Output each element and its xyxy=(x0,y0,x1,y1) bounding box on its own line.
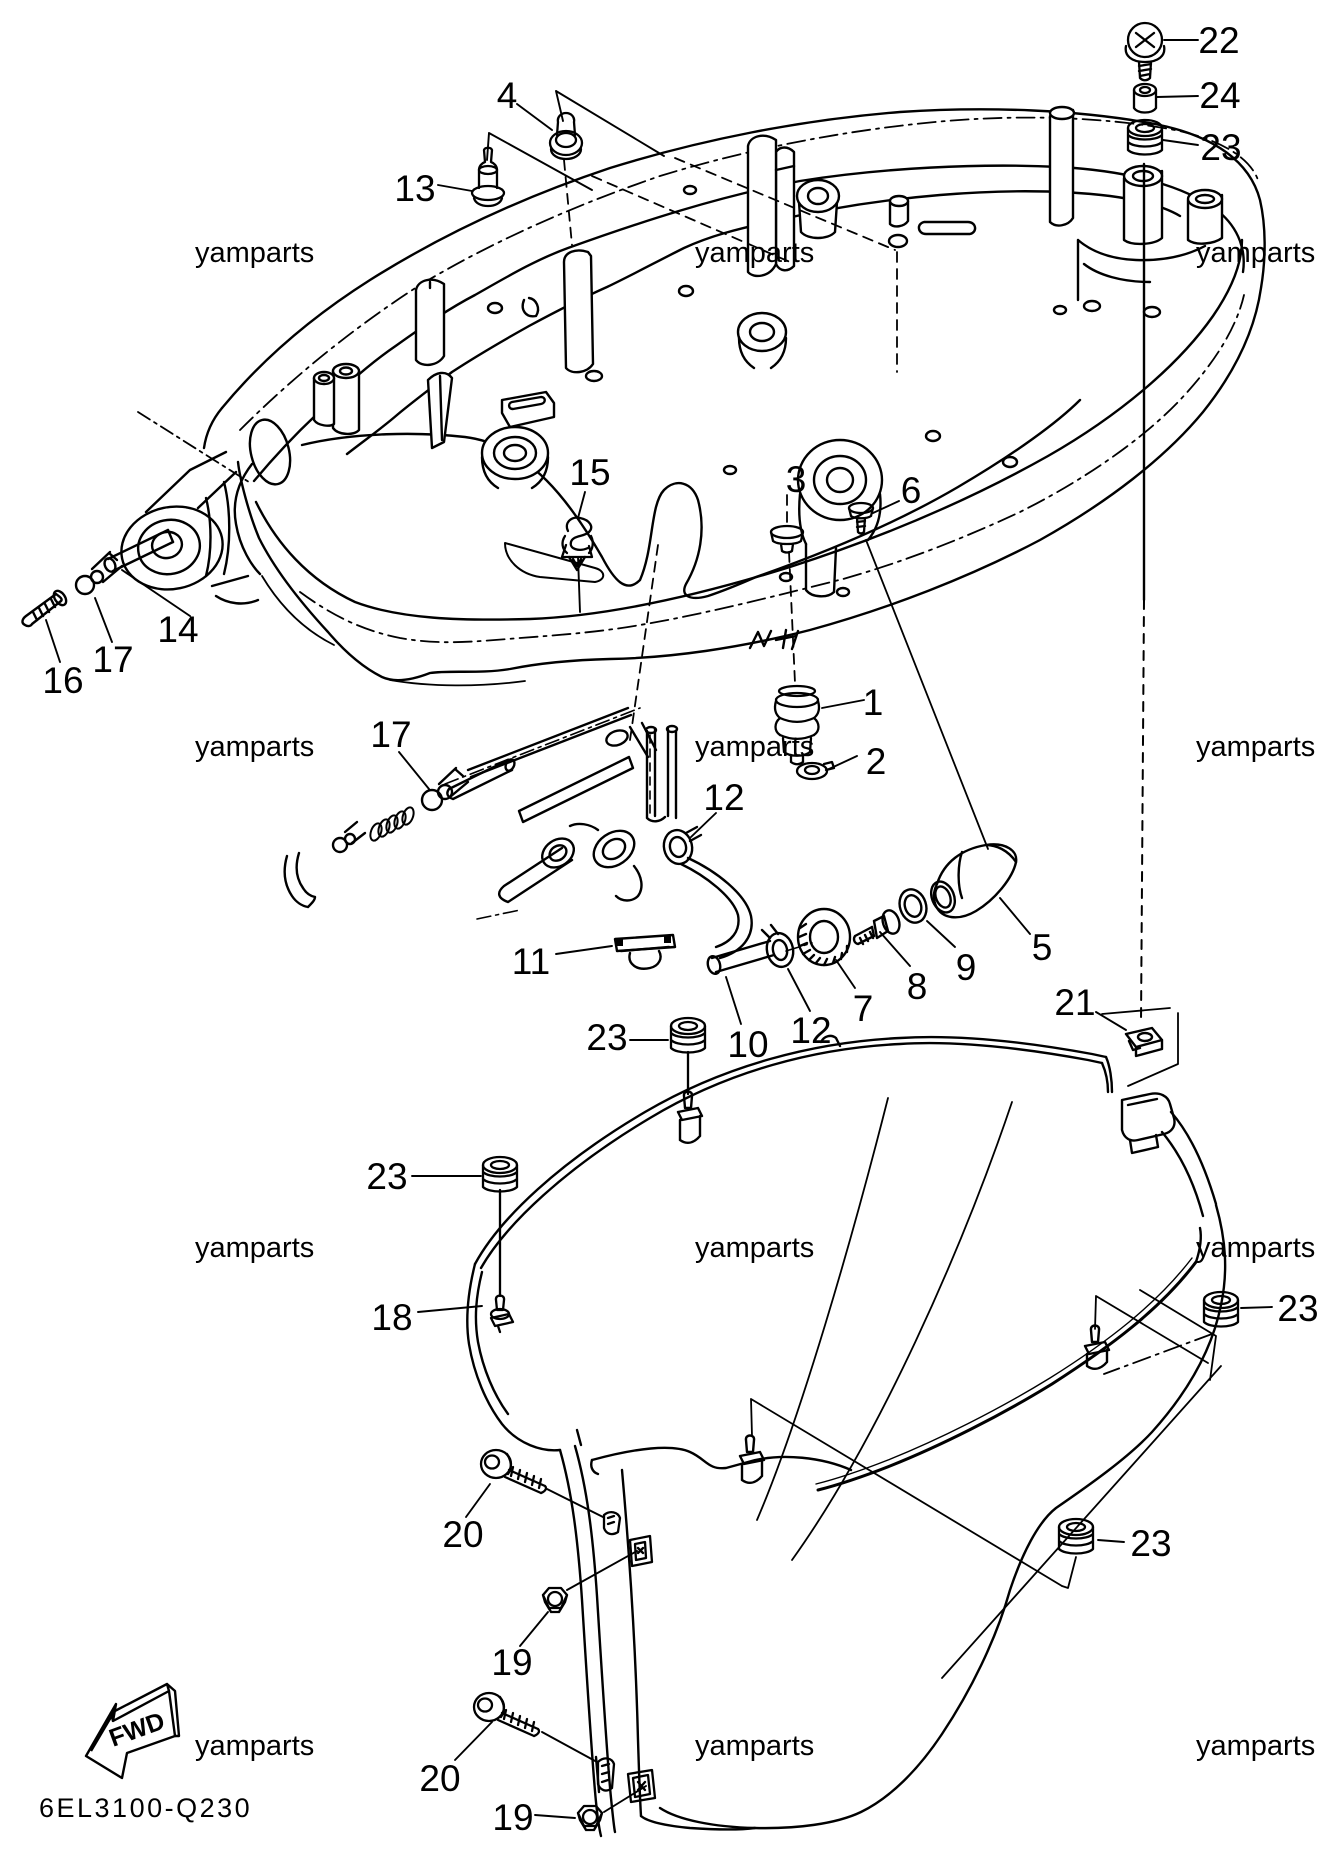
svg-text:yamparts: yamparts xyxy=(695,1730,814,1762)
svg-text:11: 11 xyxy=(512,941,550,982)
svg-text:15: 15 xyxy=(569,452,610,493)
svg-text:6: 6 xyxy=(901,470,922,511)
svg-text:13: 13 xyxy=(394,168,435,209)
svg-text:9: 9 xyxy=(956,947,977,988)
svg-text:22: 22 xyxy=(1198,20,1239,61)
svg-text:12: 12 xyxy=(790,1010,831,1051)
svg-text:10: 10 xyxy=(727,1024,768,1065)
svg-text:4: 4 xyxy=(497,75,518,116)
svg-text:24: 24 xyxy=(1199,75,1240,116)
svg-text:23: 23 xyxy=(1200,127,1241,168)
svg-text:19: 19 xyxy=(492,1797,533,1838)
svg-text:yamparts: yamparts xyxy=(695,731,814,763)
svg-text:20: 20 xyxy=(442,1514,483,1555)
svg-text:21: 21 xyxy=(1054,982,1095,1023)
svg-text:2: 2 xyxy=(866,741,887,782)
svg-text:8: 8 xyxy=(907,966,928,1007)
svg-text:yamparts: yamparts xyxy=(195,237,314,269)
svg-text:yamparts: yamparts xyxy=(1196,237,1315,269)
svg-text:23: 23 xyxy=(366,1156,407,1197)
svg-text:17: 17 xyxy=(92,639,133,680)
svg-text:3: 3 xyxy=(786,459,807,500)
svg-text:yamparts: yamparts xyxy=(195,1232,314,1264)
svg-text:6EL3100-Q230: 6EL3100-Q230 xyxy=(39,1793,252,1823)
svg-text:5: 5 xyxy=(1032,927,1053,968)
svg-text:14: 14 xyxy=(157,609,198,650)
svg-text:16: 16 xyxy=(42,660,83,701)
svg-text:18: 18 xyxy=(371,1297,412,1338)
svg-text:yamparts: yamparts xyxy=(695,1232,814,1264)
svg-text:19: 19 xyxy=(491,1642,532,1683)
svg-text:yamparts: yamparts xyxy=(695,237,814,269)
svg-text:17: 17 xyxy=(370,714,411,755)
svg-text:1: 1 xyxy=(863,682,884,723)
svg-text:yamparts: yamparts xyxy=(195,1730,314,1762)
svg-text:yamparts: yamparts xyxy=(1196,1730,1315,1762)
svg-text:7: 7 xyxy=(853,988,874,1029)
svg-text:yamparts: yamparts xyxy=(1196,1232,1315,1264)
svg-text:23: 23 xyxy=(586,1017,627,1058)
svg-text:20: 20 xyxy=(419,1758,460,1799)
svg-text:23: 23 xyxy=(1277,1288,1318,1329)
svg-text:yamparts: yamparts xyxy=(1196,731,1315,763)
svg-text:23: 23 xyxy=(1130,1523,1171,1564)
svg-text:yamparts: yamparts xyxy=(195,731,314,763)
svg-text:12: 12 xyxy=(703,777,744,818)
